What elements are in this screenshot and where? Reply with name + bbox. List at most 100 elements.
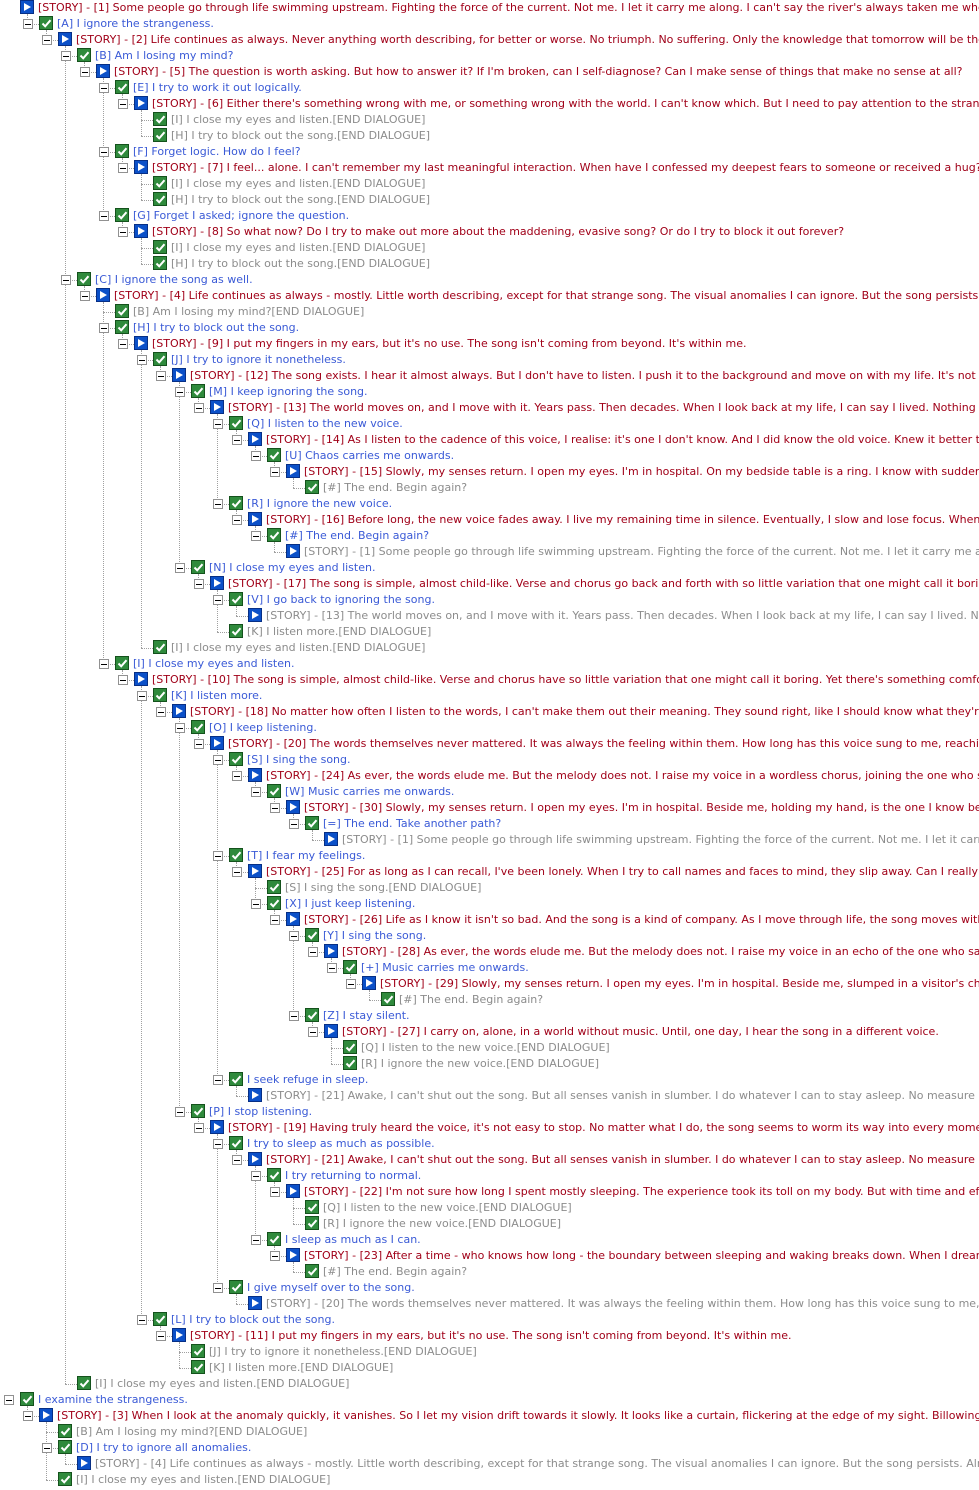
collapse-minus-icon[interactable]	[213, 1283, 223, 1293]
story-node-row[interactable]: [STORY] - [3] When I look at the anomaly…	[0, 1408, 979, 1424]
choice-node-row[interactable]: [D] I try to ignore all anomalies.	[0, 1440, 979, 1456]
story-node-row[interactable]: [STORY] - [7] I feel... alone. I can't r…	[0, 160, 979, 176]
story-node-row[interactable]: [STORY] - [9] I put my fingers in my ear…	[0, 336, 979, 352]
choice-node-row[interactable]: [Z] I stay silent.	[0, 1008, 979, 1024]
collapse-minus-icon[interactable]	[232, 435, 242, 445]
choice-node-row[interactable]: [G] Forget I asked; ignore the question.	[0, 208, 979, 224]
collapse-minus-icon[interactable]	[61, 275, 71, 285]
story-node-row[interactable]: [STORY] - [28] As ever, the words elude …	[0, 944, 979, 960]
collapse-minus-icon[interactable]	[99, 211, 109, 221]
collapse-minus-icon[interactable]	[232, 515, 242, 525]
story-node-row[interactable]: [STORY] - [23] After a time - who knows …	[0, 1248, 979, 1264]
choice-node-row[interactable]: [+] Music carries me onwards.	[0, 960, 979, 976]
collapse-minus-icon[interactable]	[99, 659, 109, 669]
collapse-minus-icon[interactable]	[137, 691, 147, 701]
choice-node-row[interactable]: [I] I close my eyes and listen.[END DIAL…	[0, 112, 979, 128]
story-node-row[interactable]: [STORY] - [10] The song is simple, almos…	[0, 672, 979, 688]
story-node-row[interactable]: [STORY] - [5] The question is worth aski…	[0, 64, 979, 80]
collapse-minus-icon[interactable]	[213, 1075, 223, 1085]
choice-node-row[interactable]: [#] The end. Begin again?	[0, 1264, 979, 1280]
collapse-minus-icon[interactable]	[137, 1315, 147, 1325]
collapse-minus-icon[interactable]	[289, 931, 299, 941]
story-node-row[interactable]: [STORY] - [24] As ever, the words elude …	[0, 768, 979, 784]
collapse-minus-icon[interactable]	[213, 851, 223, 861]
collapse-minus-icon[interactable]	[251, 531, 261, 541]
collapse-minus-icon[interactable]	[175, 387, 185, 397]
collapse-minus-icon[interactable]	[137, 355, 147, 365]
collapse-minus-icon[interactable]	[289, 1011, 299, 1021]
choice-node-row[interactable]: [#] The end. Begin again?	[0, 480, 979, 496]
choice-node-row[interactable]: [T] I fear my feelings.	[0, 848, 979, 864]
collapse-minus-icon[interactable]	[175, 563, 185, 573]
choice-node-row[interactable]: I examine the strangeness.	[0, 1392, 979, 1408]
collapse-minus-icon[interactable]	[61, 51, 71, 61]
choice-node-row[interactable]: [H] I try to block out the song.[END DIA…	[0, 256, 979, 272]
choice-node-row[interactable]: [Y] I sing the song.	[0, 928, 979, 944]
choice-node-row[interactable]: [L] I try to block out the song.	[0, 1312, 979, 1328]
collapse-minus-icon[interactable]	[194, 579, 204, 589]
story-node-row[interactable]: [STORY] - [20] The words themselves neve…	[0, 1296, 979, 1312]
collapse-minus-icon[interactable]	[251, 1171, 261, 1181]
choice-node-row[interactable]: [I] I close my eyes and listen.[END DIAL…	[0, 640, 979, 656]
collapse-minus-icon[interactable]	[175, 723, 185, 733]
choice-node-row[interactable]: [Q] I listen to the new voice.[END DIALO…	[0, 1200, 979, 1216]
collapse-minus-icon[interactable]	[270, 1251, 280, 1261]
story-node-row[interactable]: [STORY] - [18] No matter how often I lis…	[0, 704, 979, 720]
story-node-row[interactable]: [STORY] - [27] I carry on, alone, in a w…	[0, 1024, 979, 1040]
collapse-minus-icon[interactable]	[42, 35, 52, 45]
story-node-row[interactable]: [STORY] - [11] I put my fingers in my ea…	[0, 1328, 979, 1344]
choice-node-row[interactable]: [P] I stop listening.	[0, 1104, 979, 1120]
collapse-minus-icon[interactable]	[251, 787, 261, 797]
story-node-row[interactable]: [STORY] - [22] I'm not sure how long I s…	[0, 1184, 979, 1200]
choice-node-row[interactable]: I seek refuge in sleep.	[0, 1072, 979, 1088]
choice-node-row[interactable]: [#] The end. Begin again?	[0, 528, 979, 544]
collapse-minus-icon[interactable]	[270, 467, 280, 477]
choice-node-row[interactable]: [U] Chaos carries me onwards.	[0, 448, 979, 464]
choice-node-row[interactable]: [I] I close my eyes and listen.[END DIAL…	[0, 1472, 979, 1488]
choice-node-row[interactable]: [Q] I listen to the new voice.[END DIALO…	[0, 1040, 979, 1056]
collapse-minus-icon[interactable]	[213, 755, 223, 765]
collapse-minus-icon[interactable]	[213, 419, 223, 429]
collapse-minus-icon[interactable]	[118, 675, 128, 685]
choice-node-row[interactable]: [=] The end. Take another path?	[0, 816, 979, 832]
story-node-row[interactable]: [STORY] - [12] The song exists. I hear i…	[0, 368, 979, 384]
story-node-row[interactable]: [STORY] - [30] Slowly, my senses return.…	[0, 800, 979, 816]
choice-node-row[interactable]: [V] I go back to ignoring the song.	[0, 592, 979, 608]
collapse-minus-icon[interactable]	[251, 899, 261, 909]
collapse-minus-icon[interactable]	[80, 67, 90, 77]
choice-node-row[interactable]: I give myself over to the song.	[0, 1280, 979, 1296]
story-node-row[interactable]: [STORY] - [13] The world moves on, and I…	[0, 400, 979, 416]
choice-node-row[interactable]: [J] I try to ignore it nonetheless.	[0, 352, 979, 368]
choice-node-row[interactable]: [H] I try to block out the song.	[0, 320, 979, 336]
collapse-minus-icon[interactable]	[289, 819, 299, 829]
choice-node-row[interactable]: [I] I close my eyes and listen.[END DIAL…	[0, 1376, 979, 1392]
story-node-row[interactable]: [STORY] - [15] Slowly, my senses return.…	[0, 464, 979, 480]
choice-node-row[interactable]: [B] Am I losing my mind?	[0, 48, 979, 64]
choice-node-row[interactable]: I try to sleep as much as possible.	[0, 1136, 979, 1152]
story-node-row[interactable]: [STORY] - [4] Life continues as always -…	[0, 1456, 979, 1472]
story-node-row[interactable]: [STORY] - [14] As I listen to the cadenc…	[0, 432, 979, 448]
collapse-minus-icon[interactable]	[270, 1187, 280, 1197]
collapse-minus-icon[interactable]	[42, 1443, 52, 1453]
choice-node-row[interactable]: [J] I try to ignore it nonetheless.[END …	[0, 1344, 979, 1360]
collapse-minus-icon[interactable]	[346, 979, 356, 989]
story-node-row[interactable]: [STORY] - [1] Some people go through lif…	[0, 544, 979, 560]
choice-node-row[interactable]: [H] I try to block out the song.[END DIA…	[0, 192, 979, 208]
collapse-minus-icon[interactable]	[156, 707, 166, 717]
choice-node-row[interactable]: I try returning to normal.	[0, 1168, 979, 1184]
choice-node-row[interactable]: [#] The end. Begin again?	[0, 992, 979, 1008]
story-node-row[interactable]: [STORY] - [29] Slowly, my senses return.…	[0, 976, 979, 992]
choice-node-row[interactable]: [I] I close my eyes and listen.	[0, 656, 979, 672]
choice-node-row[interactable]: [Q] I listen to the new voice.	[0, 416, 979, 432]
choice-node-row[interactable]: I sleep as much as I can.	[0, 1232, 979, 1248]
choice-node-row[interactable]: [S] I sing the song.[END DIALOGUE]	[0, 880, 979, 896]
story-node-row[interactable]: [STORY] - [6] Either there's something w…	[0, 96, 979, 112]
collapse-minus-icon[interactable]	[232, 1155, 242, 1165]
collapse-minus-icon[interactable]	[23, 1411, 33, 1421]
choice-node-row[interactable]: [R] I ignore the new voice.[END DIALOGUE…	[0, 1216, 979, 1232]
collapse-minus-icon[interactable]	[118, 163, 128, 173]
choice-node-row[interactable]: [H] I try to block out the song.[END DIA…	[0, 128, 979, 144]
collapse-minus-icon[interactable]	[213, 595, 223, 605]
collapse-minus-icon[interactable]	[251, 451, 261, 461]
collapse-minus-icon[interactable]	[270, 803, 280, 813]
